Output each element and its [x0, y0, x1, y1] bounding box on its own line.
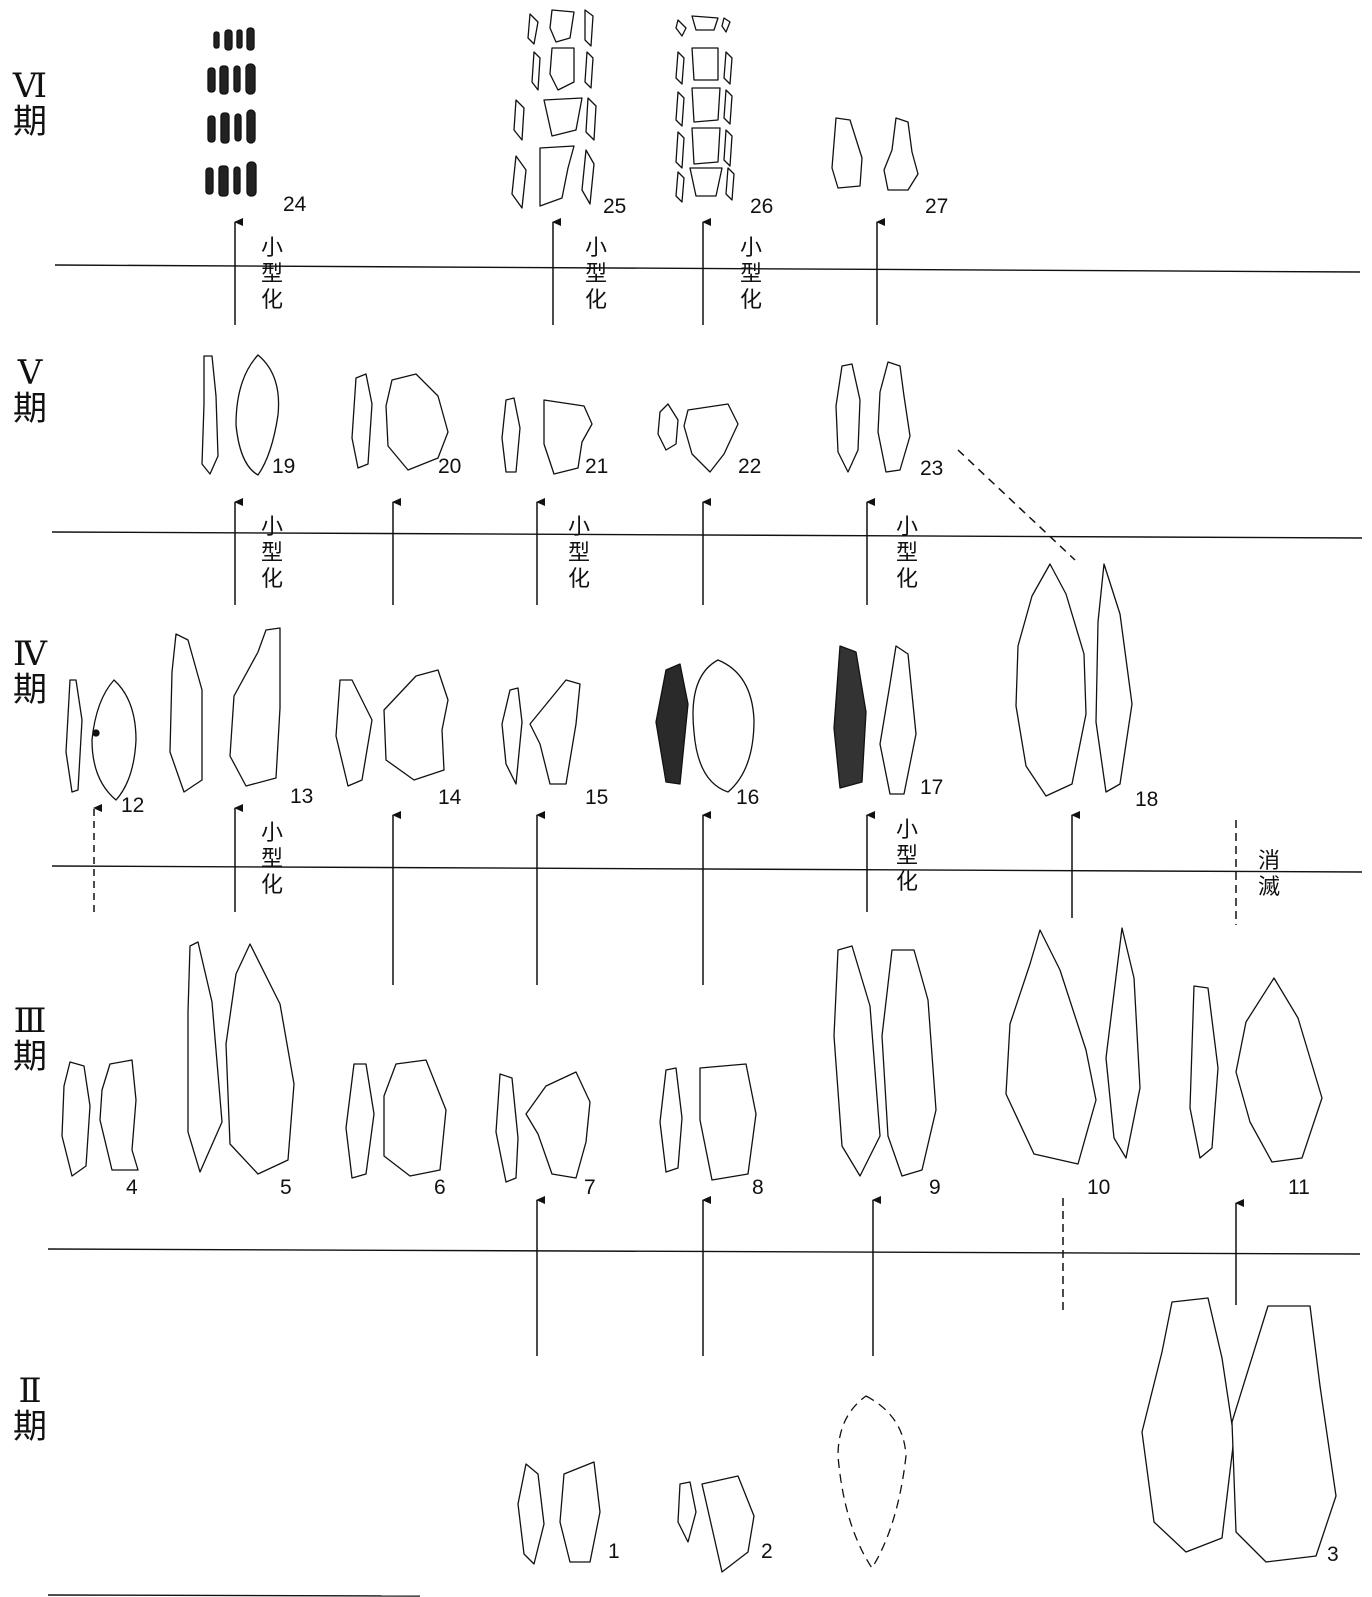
note-miniaturization-21-25: 小型化	[583, 236, 609, 314]
note-extinction: 消滅	[1256, 849, 1282, 901]
artifact-22	[658, 404, 738, 472]
artifact-number-10: 10	[1087, 1176, 1110, 1200]
artifact-number-23: 23	[920, 457, 943, 481]
artifact-number-5: 5	[280, 1176, 292, 1200]
artifact-number-24: 24	[283, 193, 306, 217]
artifact-number-27: 27	[925, 195, 948, 219]
leaf-point-outline	[838, 1396, 906, 1568]
divider-6-5	[55, 265, 1360, 272]
artifact-19	[202, 355, 279, 475]
artifact-20	[352, 374, 448, 470]
artifact-number-26: 26	[750, 195, 773, 219]
artifact-16	[656, 660, 754, 792]
artifact-12	[66, 680, 136, 800]
artifact-4	[62, 1060, 138, 1176]
artifact-13	[170, 628, 280, 792]
artifact-5	[188, 942, 294, 1174]
artifact-number-17: 17	[920, 776, 943, 800]
artifact-number-8: 8	[752, 1176, 764, 1200]
artifact-1	[518, 1462, 600, 1564]
artifact-7	[496, 1072, 590, 1182]
artifact-9	[834, 946, 936, 1176]
bottom-rule	[48, 1595, 420, 1596]
artifact-number-2: 2	[761, 1540, 773, 1564]
artifact-number-12: 12	[121, 794, 144, 818]
artifact-number-14: 14	[438, 786, 461, 810]
note-miniaturization-19-24: 小型化	[259, 236, 285, 314]
artifact-24	[206, 28, 256, 196]
artifact-number-7: 7	[584, 1176, 596, 1200]
artifact-number-9: 9	[929, 1176, 941, 1200]
artifact-number-20: 20	[438, 455, 461, 479]
note-miniaturization-17-23: 小型化	[894, 515, 920, 593]
artifact-26	[676, 16, 734, 202]
artifact-number-21: 21	[585, 455, 608, 479]
artifact-number-15: 15	[585, 786, 608, 810]
artifact-18	[1016, 564, 1132, 796]
artifact-number-3: 3	[1327, 1543, 1339, 1567]
artifact-number-13: 13	[290, 785, 313, 809]
artifact-23	[836, 362, 910, 472]
artifact-number-16: 16	[736, 786, 759, 810]
artifact-number-11: 11	[1288, 1176, 1310, 1200]
artifact-number-6: 6	[434, 1176, 446, 1200]
artifact-number-22: 22	[738, 455, 761, 479]
divider-4-3	[52, 866, 1362, 872]
dashed-link-23-18	[958, 450, 1075, 560]
artifact-27	[832, 118, 918, 190]
artifact-number-4: 4	[126, 1176, 138, 1200]
note-miniaturization-13-19: 小型化	[259, 515, 285, 593]
artifact-number-1: 1	[608, 1540, 620, 1564]
note-miniaturization-5-13: 小型化	[259, 821, 285, 899]
artifact-2	[678, 1476, 754, 1572]
artifact-25	[512, 10, 596, 208]
note-miniaturization-15-21: 小型化	[566, 515, 592, 593]
artifact-6	[346, 1060, 446, 1178]
divider-3-2	[48, 1249, 1360, 1254]
artifact-21	[502, 398, 592, 474]
artifact-3	[1142, 1298, 1336, 1562]
artifact-10	[1006, 928, 1140, 1164]
artifact-17	[834, 646, 916, 794]
note-miniaturization-9-17: 小型化	[894, 818, 920, 896]
artifact-number-18: 18	[1135, 788, 1158, 812]
artifact-14	[336, 670, 448, 786]
note-miniaturization-22-26: 小型化	[738, 236, 764, 314]
artifact-11	[1190, 978, 1322, 1162]
artifact-number-25: 25	[603, 195, 626, 219]
artifact-8	[660, 1064, 756, 1180]
divider-5-4	[52, 532, 1362, 538]
artifact-15	[502, 680, 580, 784]
artifact-number-19: 19	[272, 455, 295, 479]
